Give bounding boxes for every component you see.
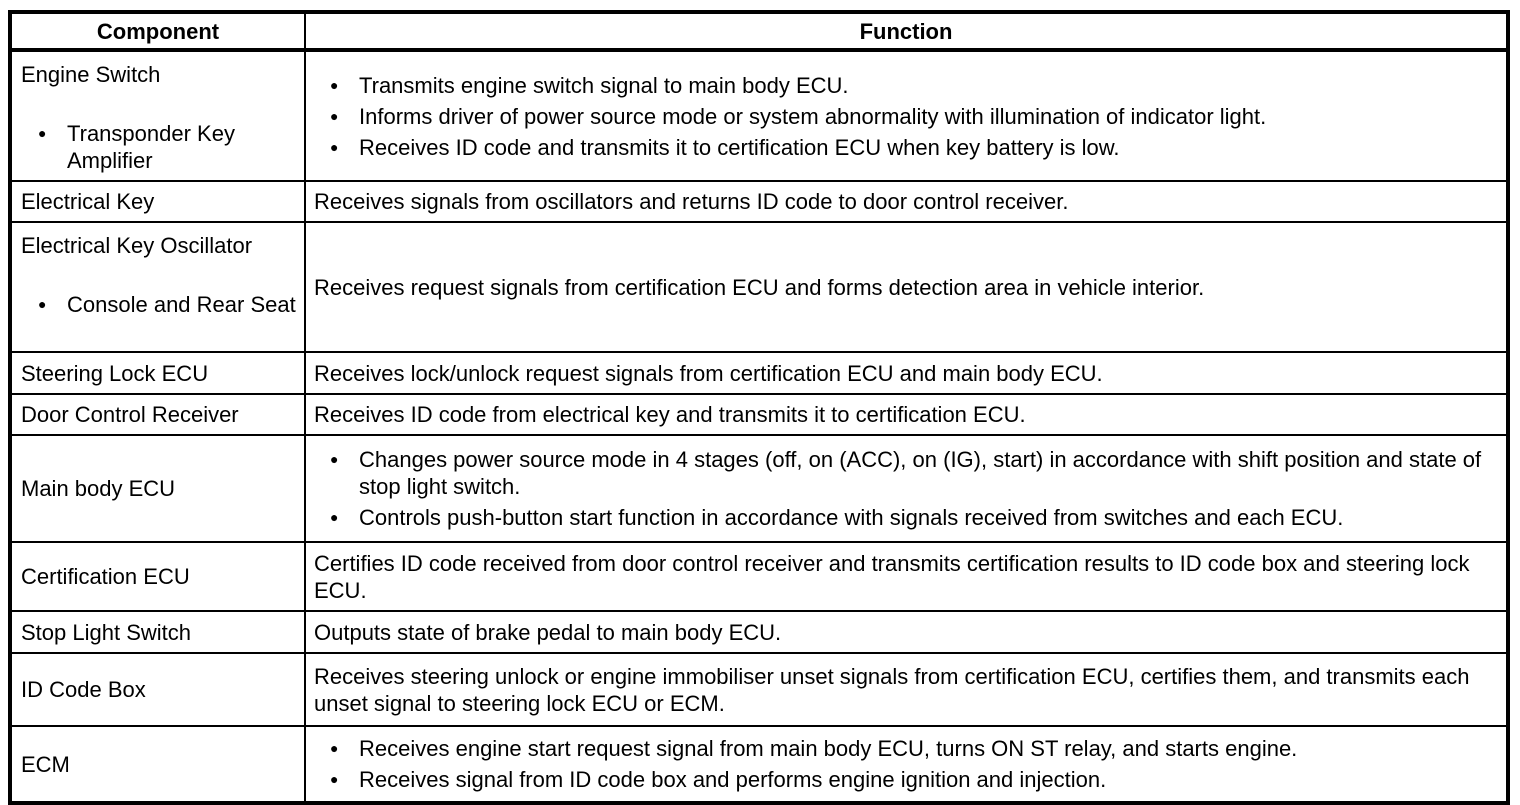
component-name: Electrical Key Oscillator bbox=[21, 233, 253, 258]
function-bullet-item: ● Receives engine start request signal f… bbox=[314, 735, 1500, 762]
function-text: Receives lock/unlock request signals fro… bbox=[314, 360, 1103, 386]
table-row: Engine Switch ● Transponder Key Amplifie… bbox=[9, 49, 1509, 182]
table-row: ID Code Box Receives steering unlock or … bbox=[9, 652, 1509, 727]
component-name: ECM bbox=[21, 751, 70, 777]
column-header-function: Function bbox=[304, 11, 1509, 52]
function-bullet-item: ● Controls push-button start function in… bbox=[314, 504, 1500, 531]
table-row: Certification ECU Certifies ID code rece… bbox=[9, 541, 1509, 612]
component-name: Door Control Receiver bbox=[21, 402, 239, 427]
function-bullet-item: ● Receives signal from ID code box and p… bbox=[314, 766, 1500, 793]
function-cell: Receives signals from oscillators and re… bbox=[304, 180, 1509, 223]
function-cell: ● Changes power source mode in 4 stages … bbox=[304, 434, 1509, 543]
function-text: Transmits engine switch signal to main b… bbox=[359, 72, 849, 98]
component-name: ID Code Box bbox=[21, 677, 146, 702]
component-cell: ECM bbox=[9, 725, 306, 804]
component-cell: Electrical Key bbox=[9, 180, 306, 223]
component-cell: Certification ECU bbox=[9, 541, 306, 612]
table-row: ECM ● Receives engine start request sign… bbox=[9, 725, 1509, 804]
bullet-icon: ● bbox=[330, 107, 339, 124]
function-text: Receives signal from ID code box and per… bbox=[359, 767, 1107, 792]
function-text: Receives ID code from electrical key and… bbox=[314, 402, 1026, 427]
function-text: Receives engine start request signal fro… bbox=[359, 736, 1298, 761]
function-text: Certifies ID code received from door con… bbox=[314, 550, 1470, 603]
component-cell: Electrical Key Oscillator ● Console and … bbox=[9, 221, 306, 353]
table-row: Electrical Key Oscillator ● Console and … bbox=[9, 221, 1509, 353]
table-row: Steering Lock ECU Receives lock/unlock r… bbox=[9, 351, 1509, 395]
bullet-icon: ● bbox=[330, 451, 339, 467]
table-header-row: Component Function bbox=[9, 11, 1509, 52]
component-cell: Stop Light Switch bbox=[9, 610, 306, 654]
component-sub-item: ● Transponder Key Amplifier bbox=[21, 120, 300, 174]
function-text: Receives ID code and transmits it to cer… bbox=[359, 134, 1120, 160]
function-text: Receives request signals from certificat… bbox=[314, 274, 1205, 300]
function-cell: Receives ID code from electrical key and… bbox=[304, 393, 1509, 436]
bullet-icon: ● bbox=[330, 509, 339, 525]
bullet-icon: ● bbox=[330, 740, 339, 756]
table-row: Door Control Receiver Receives ID code f… bbox=[9, 393, 1509, 436]
function-text: Outputs state of brake pedal to main bod… bbox=[314, 619, 782, 645]
component-name: Engine Switch bbox=[21, 62, 161, 87]
bullet-icon: ● bbox=[330, 76, 339, 93]
bullet-icon: ● bbox=[38, 296, 47, 312]
bullet-icon: ● bbox=[38, 125, 47, 141]
component-name: Electrical Key bbox=[21, 189, 155, 214]
function-text: Receives signals from oscillators and re… bbox=[314, 189, 1069, 214]
column-header-component: Component bbox=[9, 11, 306, 52]
table-row: Main body ECU ● Changes power source mod… bbox=[9, 434, 1509, 543]
function-bullet-item: ● Changes power source mode in 4 stages … bbox=[314, 446, 1500, 500]
function-bullet-item: ● Receives ID code and transmits it to c… bbox=[314, 134, 1500, 161]
component-cell: Main body ECU bbox=[9, 434, 306, 543]
function-bullet-item: ● Informs driver of power source mode or… bbox=[314, 103, 1500, 130]
component-name: Certification ECU bbox=[21, 564, 190, 589]
component-name: Steering Lock ECU bbox=[21, 360, 209, 386]
component-name: Stop Light Switch bbox=[21, 619, 191, 645]
function-cell: Receives request signals from certificat… bbox=[304, 221, 1509, 353]
component-sub-label: Transponder Key Amplifier bbox=[67, 121, 235, 173]
component-cell: Engine Switch ● Transponder Key Amplifie… bbox=[9, 49, 306, 182]
function-text: Changes power source mode in 4 stages (o… bbox=[359, 447, 1482, 499]
component-cell: Door Control Receiver bbox=[9, 393, 306, 436]
component-cell: Steering Lock ECU bbox=[9, 351, 306, 395]
function-cell: Outputs state of brake pedal to main bod… bbox=[304, 610, 1509, 654]
function-cell: Receives steering unlock or engine immob… bbox=[304, 652, 1509, 727]
component-name: Main body ECU bbox=[21, 476, 176, 501]
function-cell: ● Transmits engine switch signal to main… bbox=[304, 49, 1509, 182]
function-text: Informs driver of power source mode or s… bbox=[359, 103, 1267, 129]
component-sub-label: Console and Rear Seat bbox=[67, 292, 296, 317]
function-cell: Certifies ID code received from door con… bbox=[304, 541, 1509, 612]
function-cell: Receives lock/unlock request signals fro… bbox=[304, 351, 1509, 395]
component-cell: ID Code Box bbox=[9, 652, 306, 727]
component-function-table: Component Function Engine Switch ● Trans… bbox=[8, 10, 1510, 805]
table-row: Stop Light Switch Outputs state of brake… bbox=[9, 610, 1509, 654]
bullet-icon: ● bbox=[330, 771, 339, 787]
function-cell: ● Receives engine start request signal f… bbox=[304, 725, 1509, 804]
bullet-icon: ● bbox=[330, 138, 339, 155]
function-text: Controls push-button start function in a… bbox=[359, 505, 1344, 530]
table-row: Electrical Key Receives signals from osc… bbox=[9, 180, 1509, 223]
function-bullet-item: ● Transmits engine switch signal to main… bbox=[314, 72, 1500, 99]
function-text: Receives steering unlock or engine immob… bbox=[314, 663, 1470, 716]
component-sub-item: ● Console and Rear Seat bbox=[21, 291, 300, 318]
